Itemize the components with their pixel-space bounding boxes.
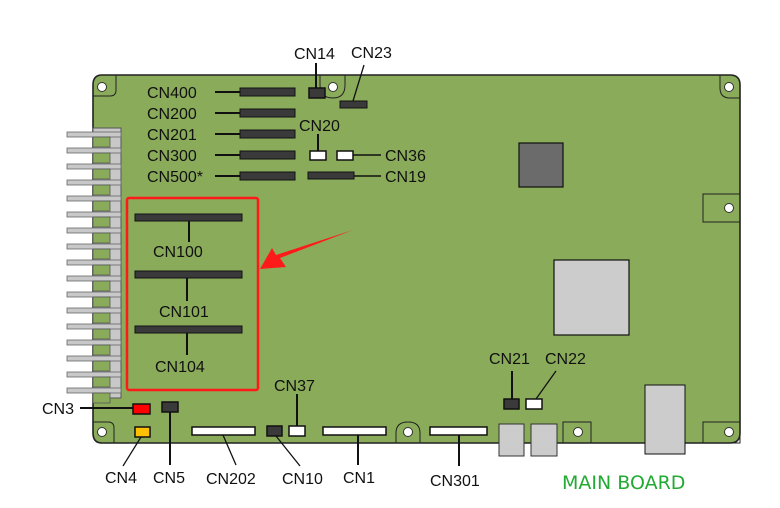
mounting-hole (724, 203, 734, 213)
connector-cn500[interactable] (239, 171, 296, 181)
label-cn202: CN202 (206, 471, 256, 488)
connector-cn37[interactable] (288, 425, 306, 437)
heatsink-pad (92, 328, 111, 340)
mounting-hole (573, 427, 583, 437)
heatsink-pad (92, 136, 111, 148)
label-cn400: CN400 (147, 85, 197, 102)
label-cn500: CN500* (147, 169, 203, 186)
label-cn22: CN22 (545, 351, 586, 368)
mounting-hole (403, 427, 413, 437)
heatsink-fin (66, 291, 122, 298)
label-cn21: CN21 (489, 351, 530, 368)
heatsink-fin (66, 355, 122, 362)
connector-cn301[interactable] (429, 426, 488, 436)
heatsink (66, 127, 122, 404)
label-cn19: CN19 (385, 169, 426, 186)
label-cn20: CN20 (299, 118, 340, 135)
highlight-box (125, 196, 260, 392)
label-cn5: CN5 (153, 470, 185, 487)
heatsink-pad (92, 232, 111, 244)
label-cn301: CN301 (430, 473, 480, 490)
label-cn100: CN100 (153, 244, 203, 261)
heatsink-fin (66, 307, 122, 314)
heatsink-pad (92, 248, 111, 260)
highlight-arrow (260, 230, 353, 269)
heatsink-fin (66, 275, 122, 282)
label-cn200: CN200 (147, 106, 197, 123)
label-cn23: CN23 (351, 45, 392, 62)
heatsink-pad (92, 392, 111, 404)
heatsink-pad (92, 200, 111, 212)
connector-cn201[interactable] (239, 129, 296, 139)
heatsink-pad (92, 152, 111, 164)
connector-cn200[interactable] (239, 108, 296, 118)
port-block (498, 423, 525, 457)
heatsink-pad (92, 216, 111, 228)
connector-cn5[interactable] (161, 401, 179, 413)
connector-cn3[interactable] (132, 403, 151, 415)
heatsink-fin (66, 227, 122, 234)
mounting-hole (97, 82, 107, 92)
heatsink-pad (92, 376, 111, 388)
label-cn1: CN1 (343, 470, 375, 487)
mounting-hole (724, 82, 734, 92)
heatsink-pad (92, 312, 111, 324)
label-cn3: CN3 (42, 401, 74, 418)
label-cn300: CN300 (147, 148, 197, 165)
connector-cn101[interactable] (134, 270, 243, 279)
label-cn101: CN101 (159, 304, 209, 321)
heatsink-fin (66, 371, 122, 378)
heatsink-fin (66, 243, 122, 250)
label-cn201: CN201 (147, 127, 197, 144)
connector-cn400[interactable] (239, 87, 296, 97)
heatsink-fin (66, 195, 122, 202)
connector-cn100[interactable] (134, 213, 243, 222)
heatsink-pad (92, 280, 111, 292)
label-cn10: CN10 (282, 471, 323, 488)
label-cn36: CN36 (385, 148, 426, 165)
connector-cn22[interactable] (525, 398, 543, 410)
connector-cn202[interactable] (191, 426, 256, 436)
heatsink-pad (92, 184, 111, 196)
connector-cn19[interactable] (307, 171, 355, 180)
connector-cn14[interactable] (308, 87, 326, 99)
heatsink-fin (66, 323, 122, 330)
connector-cn10[interactable] (266, 425, 283, 437)
label-cn37: CN37 (274, 378, 315, 395)
port-block (530, 423, 558, 457)
heatsink-fin (66, 259, 122, 266)
heatsink-fin (66, 387, 122, 394)
heatsink-pad (92, 344, 111, 356)
label-cn4: CN4 (105, 470, 137, 487)
board-title: MAIN BOARD (562, 472, 685, 494)
label-cn104: CN104 (155, 359, 205, 376)
heatsink-pad (92, 360, 111, 372)
heatsink-pad (92, 296, 111, 308)
connector-cn4[interactable] (134, 426, 151, 438)
heatsink-fin (66, 147, 122, 154)
heatsink-fin (66, 131, 122, 138)
heatsink-fin (66, 163, 122, 170)
port-large (644, 384, 686, 455)
chip-light (553, 259, 630, 336)
chip-dark (518, 142, 564, 188)
connector-cn21[interactable] (503, 398, 520, 410)
connector-cn23[interactable] (339, 100, 368, 109)
heatsink-pad (92, 168, 111, 180)
heatsink-fin (66, 339, 122, 346)
mounting-hole (97, 427, 107, 437)
connector-cn36[interactable] (336, 150, 354, 161)
connector-cn300[interactable] (239, 150, 296, 160)
connector-cn20[interactable] (309, 150, 327, 161)
mounting-hole (724, 427, 734, 437)
connector-cn1[interactable] (322, 426, 387, 436)
heatsink-fin (66, 179, 122, 186)
connector-cn104[interactable] (134, 325, 243, 334)
heatsink-fin (66, 211, 122, 218)
label-cn14: CN14 (294, 46, 335, 63)
mounting-hole (328, 82, 338, 92)
heatsink-pad (92, 264, 111, 276)
